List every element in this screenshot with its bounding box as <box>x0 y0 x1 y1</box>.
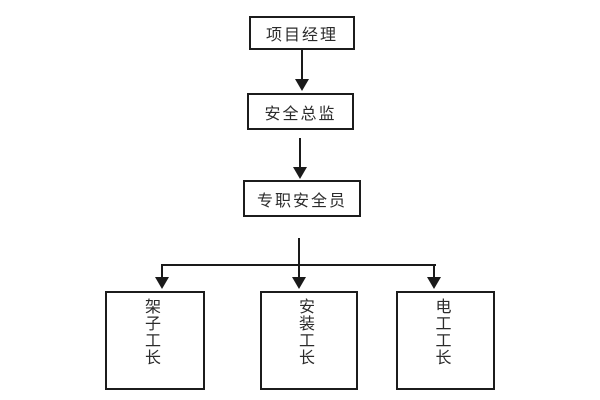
arrow-down-icon <box>292 277 306 289</box>
branch-drop-line-left <box>161 264 163 280</box>
arrow-down-icon <box>295 79 309 91</box>
branch-drop-line-right <box>433 264 435 280</box>
node-electrician-foreman-label: 电工工长 <box>432 298 452 366</box>
branch-stem-line <box>298 238 300 266</box>
node-safety-director-label: 安全总监 <box>264 103 337 123</box>
arrow-down-icon <box>427 277 441 289</box>
node-safety-officer: 专职安全员 <box>243 180 361 217</box>
node-install-foreman: 安装工长 <box>260 291 358 390</box>
node-project-manager: 项目经理 <box>249 16 355 50</box>
node-safety-director: 安全总监 <box>247 93 354 130</box>
arrow-down-icon <box>155 277 169 289</box>
node-safety-officer-label: 专职安全员 <box>256 190 347 210</box>
connector-line-1 <box>301 48 303 82</box>
arrow-down-icon <box>293 167 307 179</box>
node-project-manager-label: 项目经理 <box>265 25 338 44</box>
connector-line-2 <box>299 138 301 170</box>
node-electrician-foreman: 电工工长 <box>396 291 495 390</box>
branch-drop-line-middle <box>298 264 300 280</box>
node-install-foreman-label: 安装工长 <box>296 298 315 366</box>
node-scaffold-foreman: 架子工长 <box>105 291 205 390</box>
node-scaffold-foreman-label: 架子工长 <box>142 298 161 366</box>
